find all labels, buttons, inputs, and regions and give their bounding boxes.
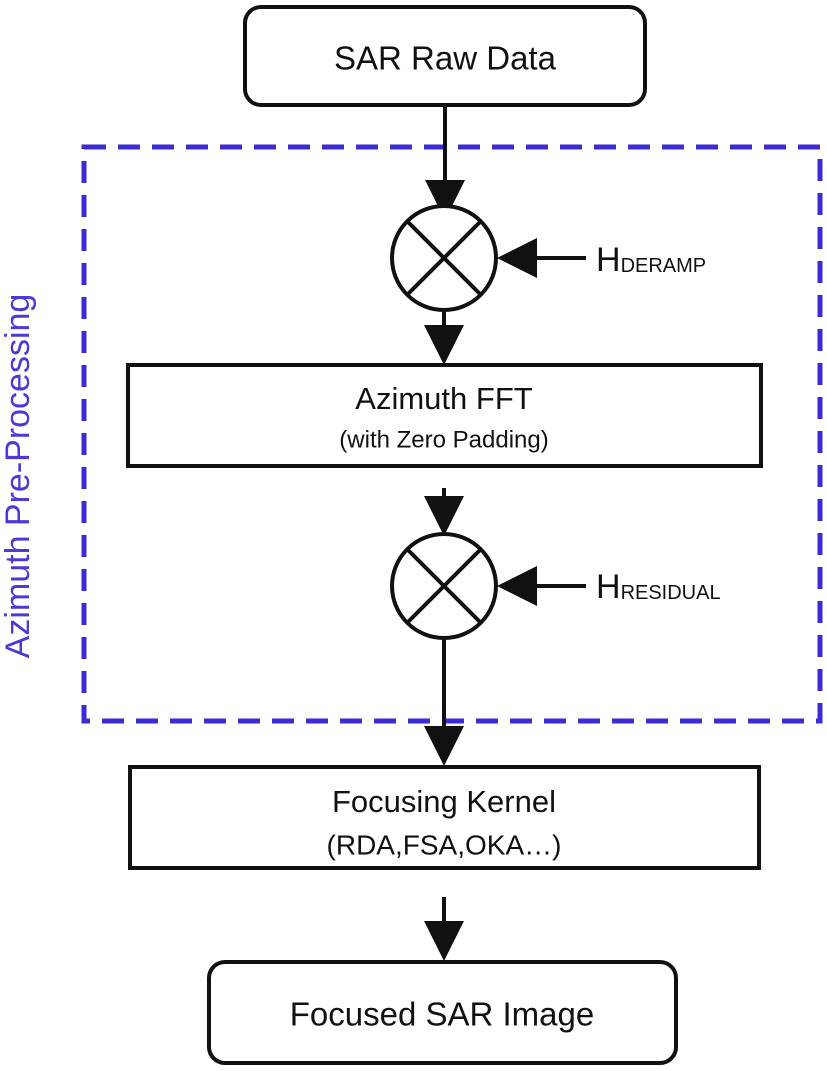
node-focusing-kernel-line1: Focusing Kernel	[332, 784, 556, 819]
label-h-residual: HRESIDUAL	[596, 568, 721, 606]
node-focusing-kernel: Focusing Kernel (RDA,FSA,OKA…)	[128, 765, 761, 870]
node-focused-sar-image-label: Focused SAR Image	[290, 996, 594, 1033]
node-sar-raw-data-label: SAR Raw Data	[334, 40, 557, 77]
preprocessing-group-label: Azimuth Pre-Processing	[0, 294, 37, 659]
node-focusing-kernel-line2: (RDA,FSA,OKA…)	[327, 829, 562, 860]
preprocessing-group-border	[81, 144, 823, 724]
node-azimuth-fft-line2: (with Zero Padding)	[339, 426, 548, 453]
node-azimuth-fft-line1: Azimuth FFT	[355, 381, 532, 416]
multiplier-deramp	[390, 204, 498, 312]
multiplier-residual	[390, 532, 498, 640]
node-focused-sar-image: Focused SAR Image	[207, 960, 678, 1065]
node-azimuth-fft: Azimuth FFT (with Zero Padding)	[126, 363, 763, 468]
node-sar-raw-data: SAR Raw Data	[243, 5, 647, 107]
label-h-deramp: HDERAMP	[596, 241, 706, 279]
